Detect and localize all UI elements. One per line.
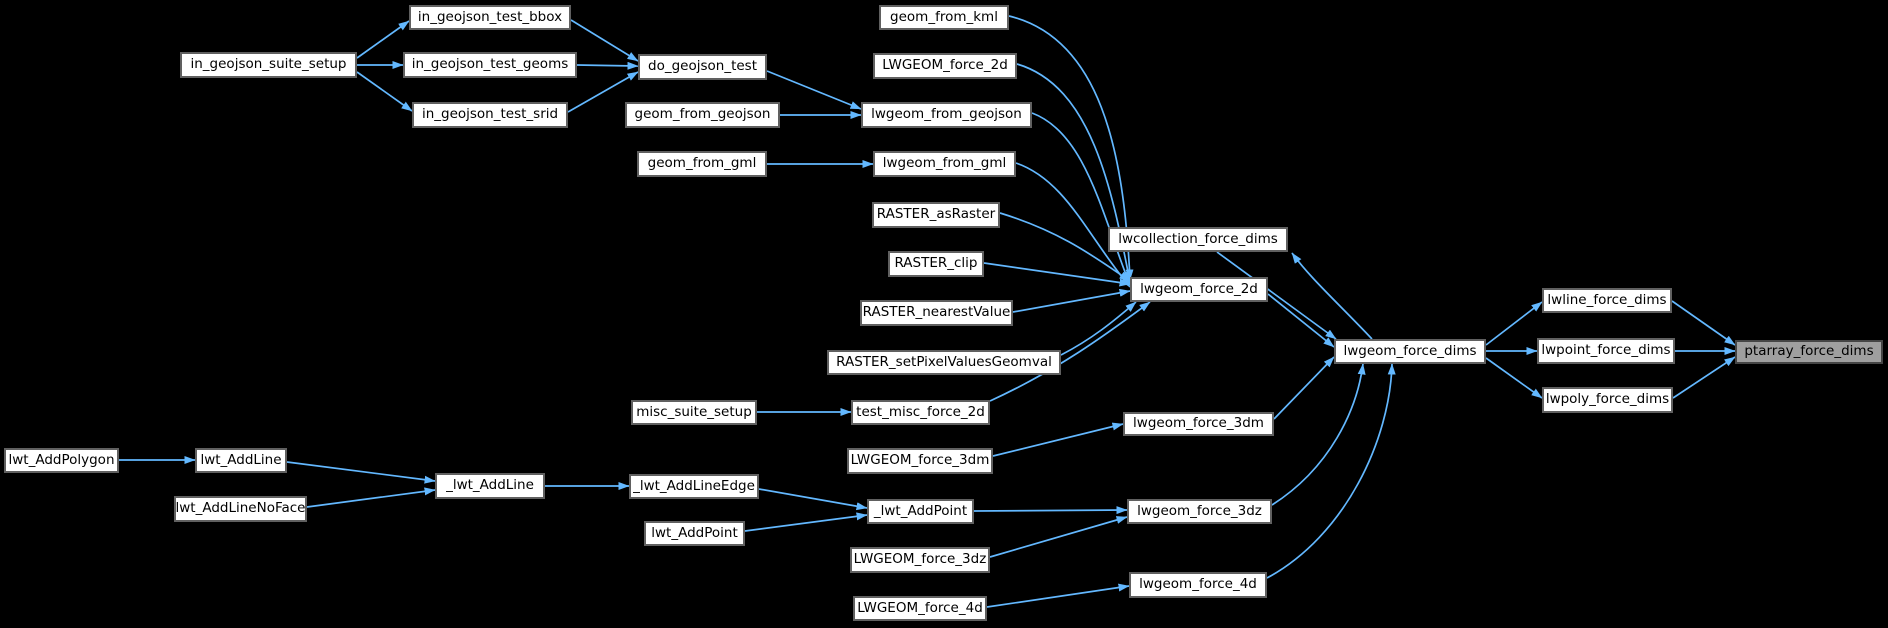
node-RASTER_setPixelValuesGeomval[interactable]: RASTER_setPixelValuesGeomval <box>827 350 1061 375</box>
edge-lwt_AddLine--_lwt_AddLine <box>286 461 436 484</box>
node-lwt_AddPoint[interactable]: lwt_AddPoint <box>644 521 745 546</box>
edge-in_geojson_test_bbox--do_geojson_test <box>570 19 639 62</box>
node-in_geojson_suite_setup[interactable]: in_geojson_suite_setup <box>180 52 357 78</box>
node-geom_from_geojson[interactable]: geom_from_geojson <box>625 102 780 128</box>
edge-lwgeom_force_dims--lwpoly_force_dims <box>1485 357 1543 399</box>
node-RASTER_clip[interactable]: RASTER_clip <box>888 251 984 277</box>
node-lwgeom_from_geojson[interactable]: lwgeom_from_geojson <box>861 102 1032 128</box>
edge-_lwt_AddLineEdge--_lwt_AddPoint <box>758 488 868 511</box>
edge-RASTER_setPixelValuesGeomval--lwgeom_force_2d <box>1060 301 1137 356</box>
node-lwpoint_force_dims[interactable]: lwpoint_force_dims <box>1537 338 1675 364</box>
node-lwgeom_force_4d[interactable]: lwgeom_force_4d <box>1129 572 1267 598</box>
node-lwt_AddLine[interactable]: lwt_AddLine <box>195 448 287 473</box>
node-lwt_AddLineNoFace[interactable]: lwt_AddLineNoFace <box>174 496 307 522</box>
edge-lwgeom_force_dims--lwline_force_dims <box>1485 301 1543 346</box>
node-lwgeom_from_gml[interactable]: lwgeom_from_gml <box>873 151 1016 177</box>
edge-LWGEOM_force_3dm--lwgeom_force_3dm <box>992 422 1124 457</box>
node-LWGEOM_force_3dz[interactable]: LWGEOM_force_3dz <box>850 547 990 573</box>
node-_lwt_AddLine[interactable]: _lwt_AddLine <box>435 473 545 499</box>
node-lwpoly_force_dims[interactable]: lwpoly_force_dims <box>1542 387 1673 413</box>
edge-lwpoly_force_dims--ptarray_force_dims <box>1672 356 1736 399</box>
edge-in_geojson_test_geoms--do_geojson_test <box>576 61 639 70</box>
edge-LWGEOM_force_4d--lwgeom_force_4d <box>986 583 1130 608</box>
node-lwgeom_force_2d[interactable]: lwgeom_force_2d <box>1130 277 1268 302</box>
node-lwcollection_force_dims[interactable]: lwcollection_force_dims <box>1108 227 1288 252</box>
edge-RASTER_clip--lwgeom_force_2d <box>983 262 1131 287</box>
node-LWGEOM_force_4d[interactable]: LWGEOM_force_4d <box>853 596 987 621</box>
edge-LWGEOM_force_3dz--lwgeom_force_3dz <box>989 516 1128 558</box>
edge-RASTER_asRaster--lwgeom_force_2d <box>999 212 1131 282</box>
node-lwline_force_dims[interactable]: lwline_force_dims <box>1542 288 1672 313</box>
node-ptarray_force_dims[interactable]: ptarray_force_dims <box>1735 340 1883 364</box>
edge-test_misc_force_2d--lwgeom_force_2d <box>989 301 1151 402</box>
edge-lwgeom_force_2d--lwgeom_force_dims <box>1267 293 1335 348</box>
node-test_misc_force_2d[interactable]: test_misc_force_2d <box>851 400 990 425</box>
edge-do_geojson_test--lwgeom_from_geojson <box>766 70 862 110</box>
edge-RASTER_nearestValue--lwgeom_force_2d <box>1012 288 1131 313</box>
node-_lwt_AddPoint[interactable]: _lwt_AddPoint <box>867 499 974 524</box>
edge-lwgeom_force_dims--lwcollection_force_dims <box>1291 252 1373 340</box>
node-geom_from_gml[interactable]: geom_from_gml <box>637 151 767 177</box>
edge-in_geojson_suite_setup--in_geojson_test_bbox <box>356 20 410 59</box>
edge-in_geojson_suite_setup--in_geojson_test_srid <box>356 71 413 112</box>
node-in_geojson_test_srid[interactable]: in_geojson_test_srid <box>412 102 568 128</box>
node-lwgeom_force_dims[interactable]: lwgeom_force_dims <box>1334 339 1486 364</box>
node-misc_suite_setup[interactable]: misc_suite_setup <box>631 400 757 425</box>
node-RASTER_asRaster[interactable]: RASTER_asRaster <box>872 202 1000 228</box>
node-lwgeom_force_3dz[interactable]: lwgeom_force_3dz <box>1127 499 1272 524</box>
node-lwgeom_force_3dm[interactable]: lwgeom_force_3dm <box>1123 412 1274 436</box>
node-RASTER_nearestValue[interactable]: RASTER_nearestValue <box>860 300 1013 326</box>
node-in_geojson_test_geoms[interactable]: in_geojson_test_geoms <box>403 52 577 78</box>
edge-lwcollection_force_dims--lwgeom_force_dims <box>1216 251 1337 340</box>
node-lwt_AddPolygon[interactable]: lwt_AddPolygon <box>4 448 119 473</box>
edge-lwline_force_dims--ptarray_force_dims <box>1671 300 1736 346</box>
node-geom_from_kml[interactable]: geom_from_kml <box>879 5 1009 30</box>
node-_lwt_AddLineEdge[interactable]: _lwt_AddLineEdge <box>629 474 759 499</box>
edge-lwt_AddLineNoFace--_lwt_AddLine <box>306 487 436 508</box>
edge-in_geojson_test_srid--do_geojson_test <box>567 71 639 113</box>
edge-lwgeom_from_geojson--lwgeom_force_2d <box>1031 112 1131 286</box>
node-in_geojson_test_bbox[interactable]: in_geojson_test_bbox <box>409 5 571 30</box>
edge-lwgeom_force_3dz--lwgeom_force_dims <box>1271 363 1366 506</box>
edge-lwgeom_force_3dm--lwgeom_force_dims <box>1273 356 1335 420</box>
edge-lwgeom_force_4d--lwgeom_force_dims <box>1266 363 1396 579</box>
node-LWGEOM_force_3dm[interactable]: LWGEOM_force_3dm <box>847 448 993 474</box>
node-do_geojson_test[interactable]: do_geojson_test <box>638 54 767 80</box>
edge-lwt_AddPoint--_lwt_AddPoint <box>744 512 868 532</box>
edge-lwgeom_from_gml--lwgeom_force_2d <box>1015 162 1131 288</box>
edge-_lwt_AddPoint--lwgeom_force_3dz <box>973 506 1128 515</box>
node-LWGEOM_force_2d[interactable]: LWGEOM_force_2d <box>873 53 1017 79</box>
